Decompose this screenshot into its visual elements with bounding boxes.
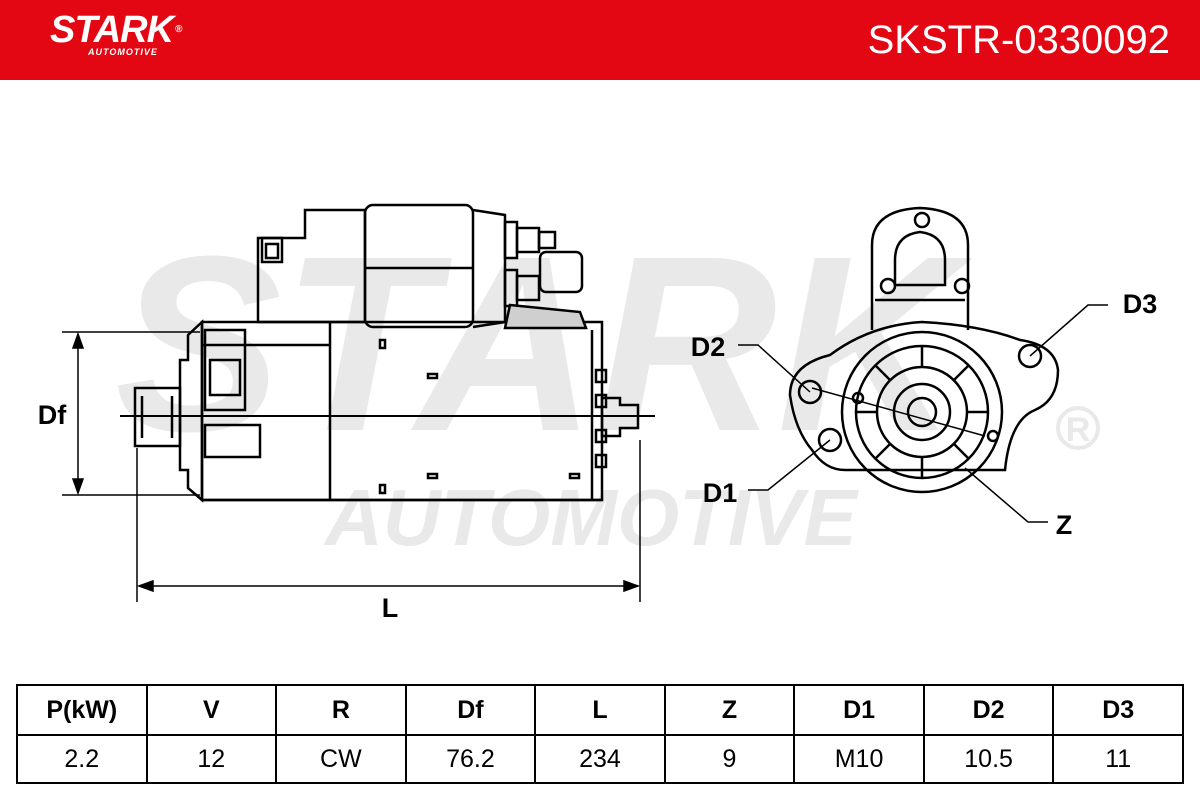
spec-value-d3: 11 — [1052, 734, 1184, 784]
spec-header-l: L — [534, 684, 666, 736]
leader-lines — [738, 304, 1108, 523]
logo-sub: AUTOMOTIVE — [88, 47, 158, 57]
part-number: SKSTR-0330092 — [867, 18, 1170, 62]
spec-header-r: R — [275, 684, 407, 736]
hole-d3 — [1017, 343, 1043, 369]
stark-logo: STARK® AUTOMOTIVE — [50, 9, 183, 57]
spec-table: P(kW) V R Df L Z D1 D2 D3 2.2 12 CW 76.2… — [16, 684, 1184, 784]
spec-header-v: V — [145, 684, 278, 736]
spec-value-z: 9 — [663, 734, 796, 784]
front-centerline — [811, 387, 986, 437]
watermark-main: STARK — [115, 204, 973, 483]
spec-value-r: CW — [275, 734, 407, 784]
spec-header-pkw: P(kW) — [16, 684, 148, 736]
logo-brand: STARK — [50, 9, 174, 51]
header-bar: STARK® AUTOMOTIVE SKSTR-0330092 — [0, 0, 1200, 80]
mounting-flange — [788, 320, 1060, 472]
label-d1: D1 — [703, 478, 738, 508]
l-dimension — [136, 440, 641, 602]
label-df: Df — [38, 400, 67, 430]
watermark-reg-mark: R — [1066, 411, 1091, 449]
top-lug — [870, 206, 970, 330]
spec-header-row: P(kW) V R Df L Z D1 D2 D3 — [16, 684, 1184, 736]
connector — [538, 250, 584, 294]
spec-value-row: 2.2 12 CW 76.2 234 9 M10 10.5 11 — [16, 734, 1184, 784]
spec-header-df: Df — [404, 684, 537, 736]
label-z: Z — [1056, 510, 1073, 540]
spec-value-pkw: 2.2 — [16, 734, 148, 784]
df-dimension — [62, 331, 200, 496]
spec-header-d3: D3 — [1052, 684, 1184, 736]
spec-value-v: 12 — [145, 734, 278, 784]
technical-drawing: STARK AUTOMOTIVE R — [38, 203, 1158, 623]
starter-front-view — [788, 206, 1060, 494]
spec-value-df: 76.2 — [404, 734, 537, 784]
label-l: L — [382, 593, 399, 623]
hole-d2 — [797, 379, 823, 405]
spec-header-z: Z — [663, 684, 796, 736]
watermark-reg-circle — [1056, 406, 1100, 450]
spec-header-d1: D1 — [793, 684, 925, 736]
hatched-gasket — [503, 303, 588, 330]
solenoid — [363, 203, 475, 329]
housing-circle — [840, 330, 1004, 494]
spec-header-d2: D2 — [922, 684, 1055, 736]
spec-value-d2: 10.5 — [922, 734, 1055, 784]
spec-value-l: 234 — [534, 734, 666, 784]
hole-d1 — [817, 427, 843, 453]
label-d3: D3 — [1123, 289, 1158, 319]
rear-end — [600, 396, 640, 438]
label-d2: D2 — [691, 332, 726, 362]
spec-value-d1: M10 — [793, 734, 925, 784]
logo-reg-mark: ® — [175, 24, 182, 35]
